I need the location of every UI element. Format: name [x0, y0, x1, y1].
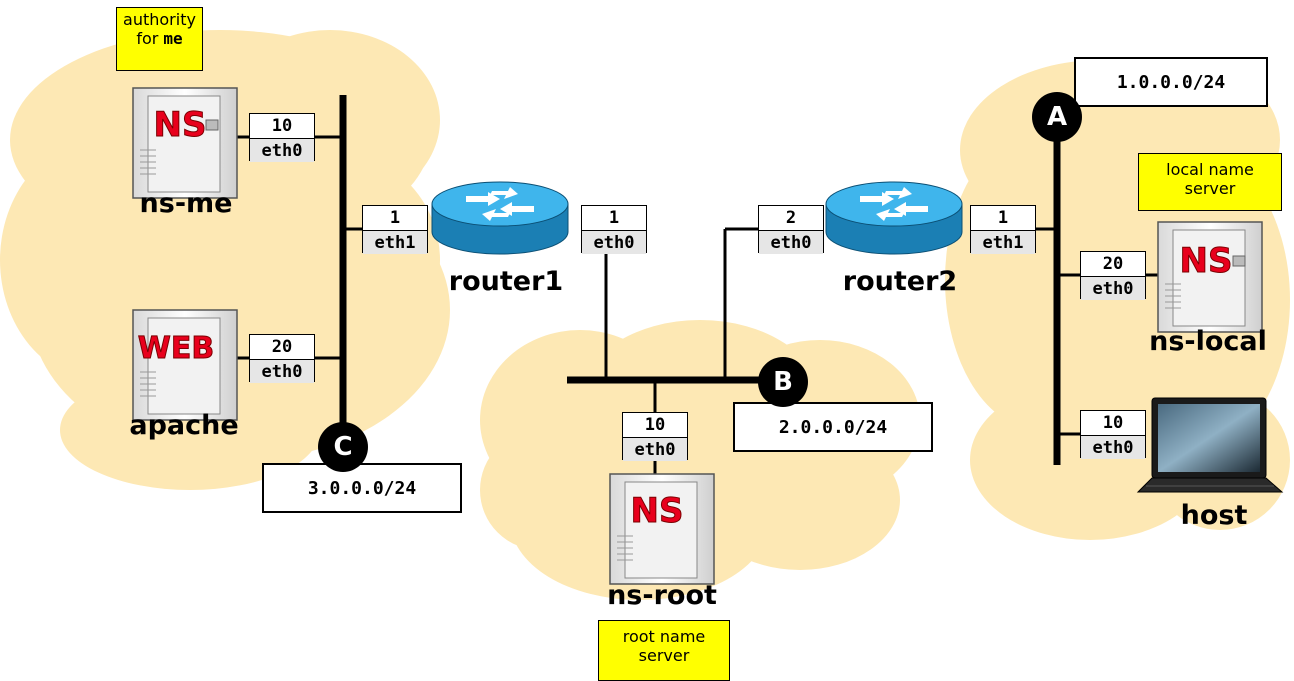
ns-root-note: root name server	[598, 620, 730, 681]
ns-me-note-for: for	[136, 29, 159, 48]
router2-left-address: 2	[759, 206, 823, 231]
subnet-c-text: 3.0.0.0/24	[307, 477, 417, 499]
ns-local-server-icon[interactable]: NS	[1157, 221, 1263, 333]
svg-text:WEB: WEB	[138, 331, 214, 366]
ns-root-iface-name: eth0	[623, 438, 687, 461]
ns-me-note-line2: for me	[117, 29, 202, 48]
marker-c: C	[318, 422, 368, 472]
subnet-b-links	[567, 227, 770, 474]
apache-iface-name: eth0	[250, 360, 314, 383]
host-label: host	[1180, 500, 1248, 531]
router1-right-interface[interactable]: 1 eth0	[581, 205, 647, 254]
ns-root-server-icon[interactable]: NS	[609, 473, 715, 585]
ns-root-interface[interactable]: 10 eth0	[622, 412, 688, 461]
ns-root-address: 10	[623, 413, 687, 438]
router2-right-interface[interactable]: 1 eth1	[970, 205, 1036, 254]
router1-label: router1	[448, 266, 564, 297]
marker-a-text: A	[1046, 102, 1068, 132]
subnet-a-box: 1.0.0.0/24	[1074, 57, 1268, 107]
svg-text:NS: NS	[154, 105, 207, 145]
router1-icon[interactable]	[431, 181, 569, 255]
subnet-a-links	[1036, 120, 1158, 465]
subnet-b-text: 2.0.0.0/24	[778, 416, 888, 438]
router1-left-interface[interactable]: 1 eth1	[362, 205, 428, 254]
router2-left-iface-name: eth0	[759, 231, 823, 254]
ns-me-label: ns-me	[139, 188, 233, 219]
apache-label: apache	[129, 410, 239, 441]
subnet-c-box: 3.0.0.0/24	[262, 463, 462, 513]
ns-local-note-text: local name server	[1166, 160, 1254, 198]
ns-me-note-line1: authority	[123, 10, 196, 29]
marker-a: A	[1032, 92, 1082, 142]
host-laptop-icon[interactable]	[1136, 397, 1284, 493]
router2-label: router2	[842, 266, 958, 297]
ns-local-note: local name server	[1138, 153, 1282, 211]
ns-me-note-zone: me	[163, 29, 183, 48]
router2-right-iface-name: eth1	[971, 231, 1035, 254]
router1-right-iface-name: eth0	[582, 231, 646, 254]
subnet-b-box: 2.0.0.0/24	[733, 402, 933, 452]
subnet-a-text: 1.0.0.0/24	[1116, 71, 1226, 93]
router1-right-address: 1	[582, 206, 646, 231]
ns-me-interface[interactable]: 10 eth0	[249, 113, 315, 162]
apache-address: 20	[250, 335, 314, 360]
ns-root-label: ns-root	[607, 580, 717, 611]
ns-local-iface-name: eth0	[1081, 277, 1145, 300]
router2-left-interface[interactable]: 2 eth0	[758, 205, 824, 254]
ns-me-server-icon[interactable]: NS	[132, 87, 238, 199]
marker-b: B	[758, 357, 808, 407]
marker-c-text: C	[333, 432, 353, 462]
ns-me-note: authority for me	[116, 7, 203, 71]
host-address: 10	[1081, 411, 1145, 436]
apache-interface[interactable]: 20 eth0	[249, 334, 315, 383]
host-interface[interactable]: 10 eth0	[1080, 410, 1146, 459]
ns-me-iface-name: eth0	[250, 139, 314, 162]
ns-local-interface[interactable]: 20 eth0	[1080, 251, 1146, 300]
ns-root-note-text: root name server	[622, 627, 706, 665]
svg-text:NS: NS	[1180, 241, 1233, 281]
router2-icon[interactable]	[825, 181, 963, 255]
host-iface-name: eth0	[1081, 436, 1145, 459]
subnet-c-links	[237, 95, 362, 440]
ns-me-address: 10	[250, 114, 314, 139]
svg-text:NS: NS	[631, 491, 684, 531]
apache-server-icon[interactable]: WEB	[132, 309, 238, 421]
router1-left-address: 1	[363, 206, 427, 231]
ns-local-address: 20	[1081, 252, 1145, 277]
router2-right-address: 1	[971, 206, 1035, 231]
marker-b-text: B	[773, 367, 793, 397]
router1-left-iface-name: eth1	[363, 231, 427, 254]
ns-local-label: ns-local	[1149, 326, 1267, 357]
